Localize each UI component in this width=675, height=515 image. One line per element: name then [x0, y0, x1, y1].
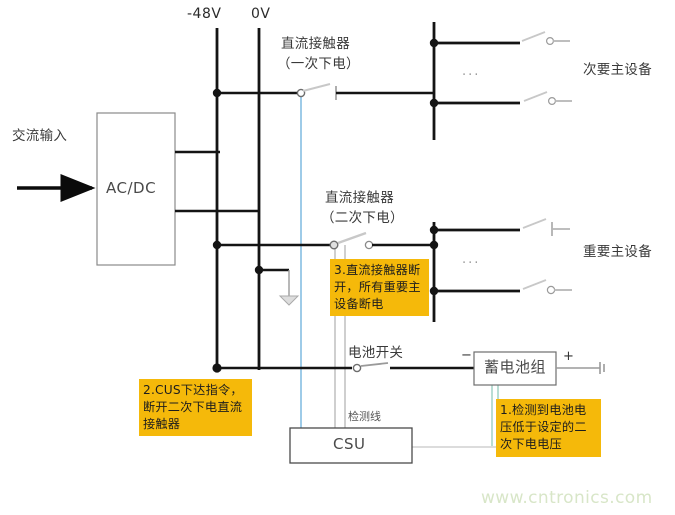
ellipsis-secondary: ... — [462, 64, 481, 79]
detection-wire-group — [412, 385, 499, 448]
secondary-contactor-terminal-left — [329, 240, 339, 250]
switch-blade-secondary-2 — [523, 91, 548, 102]
ellipsis-important: ... — [462, 252, 481, 267]
switch-terminal-secondary-2 — [547, 96, 556, 105]
detection-line-label: 检测线 — [348, 410, 381, 423]
switch-blade-secondary-1 — [521, 31, 546, 42]
battery-switch-label: 电池开关 — [348, 345, 404, 361]
battery-block — [473, 351, 557, 386]
callout-step2: 2.CUS下达指令，断开二次下电直流接触器 — [139, 379, 252, 436]
junction-dot-sec-2 — [429, 98, 439, 108]
secondary-equipment-label: 次要主设备 — [583, 62, 652, 78]
ac-input-label: 交流输入 — [12, 128, 68, 144]
switch-terminal-secondary-1 — [545, 36, 554, 45]
rail-label-0v: 0V — [251, 6, 271, 22]
ground-symbol-icon — [278, 295, 300, 306]
battery-plus-label: + — [563, 349, 574, 364]
battery-switch-terminal-left — [352, 363, 362, 373]
acdc-block — [96, 112, 176, 266]
acdc-block-label: AC/DC — [106, 179, 157, 197]
site-watermark: www.cntronics.com — [481, 488, 653, 508]
secondary-contactor-label-line1: 直流接触器 — [325, 190, 394, 206]
battery-switch-blade — [360, 362, 389, 367]
secondary-contactor-blade — [337, 231, 367, 245]
switch-blade-important-1 — [522, 218, 547, 229]
csu-block-label: CSU — [333, 435, 366, 453]
battery-block-label: 蓄电池组 — [484, 358, 547, 376]
junction-dot-ground — [254, 265, 264, 275]
primary-contactor-label-line1: 直流接触器 — [281, 36, 350, 52]
battery-minus-label: − — [461, 348, 472, 363]
junction-dot-neg48-primary — [212, 88, 222, 98]
secondary-contactor-label-line2: （二次下电） — [321, 210, 404, 226]
important-equipment-label: 重要主设备 — [583, 244, 652, 260]
callout-step1: 1.检测到电池电压低于设定的二次下电电压 — [496, 399, 601, 457]
switch-terminal-important-2 — [546, 285, 556, 295]
junction-dot-neg48-secondary — [212, 240, 222, 250]
junction-dot-battery-rail — [212, 363, 222, 373]
rail-label-neg48: -48V — [187, 6, 222, 22]
junction-dot-imp-2 — [429, 286, 439, 296]
junction-dot-sec-1 — [429, 38, 439, 48]
primary-contactor-blade — [302, 83, 331, 92]
csu-block — [289, 427, 413, 464]
primary-contactor-terminal-left — [296, 88, 306, 98]
switch-blade-important-2 — [522, 279, 547, 290]
primary-contactor-label-line2: （一次下电） — [277, 56, 360, 72]
secondary-contactor-terminal-right — [364, 240, 374, 250]
junction-dot-bus-secondary-contactor — [429, 240, 439, 250]
callout-step3: 3.直流接触器断开，所有重要主设备断电 — [330, 259, 429, 316]
junction-dot-imp-1 — [429, 225, 439, 235]
